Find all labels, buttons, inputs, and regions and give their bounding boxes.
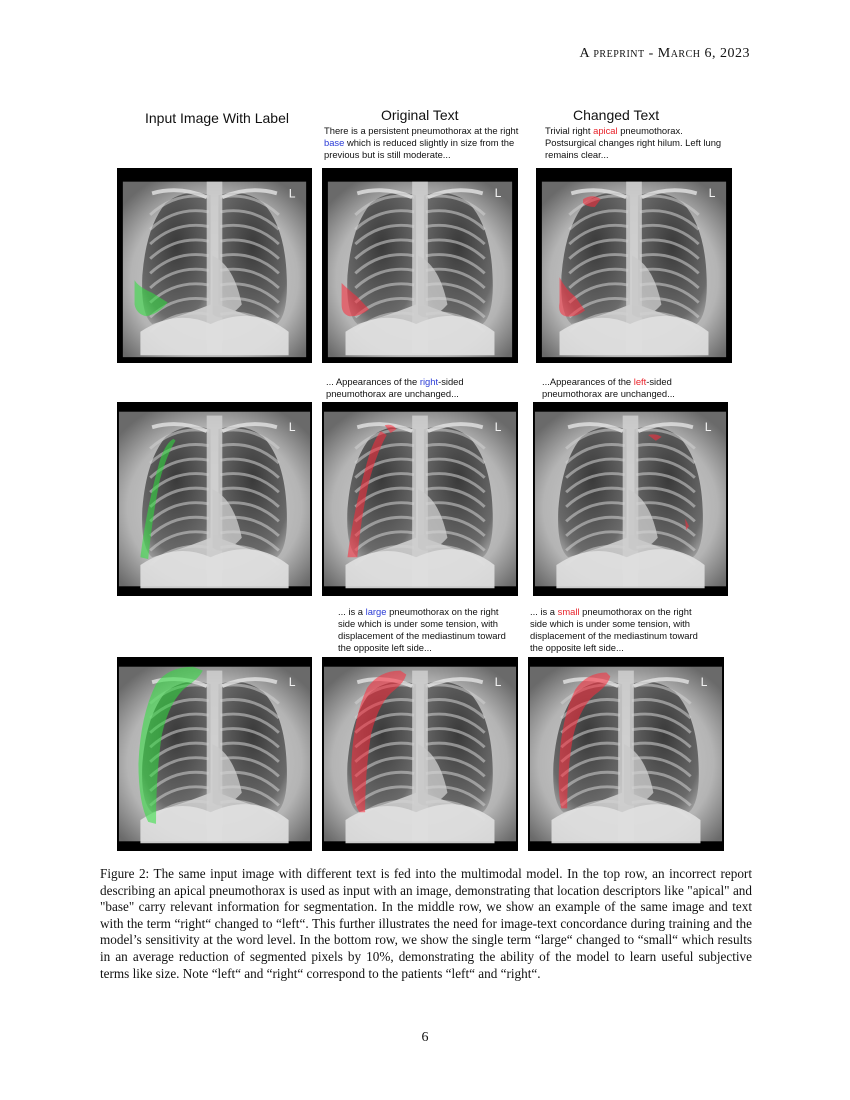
highlighted-term: small — [557, 606, 580, 617]
segmentation-mask — [134, 280, 168, 317]
segmentation-mask — [138, 666, 203, 824]
svg-text:L: L — [700, 675, 707, 689]
page-number: 6 — [421, 1030, 429, 1045]
row3-changed-xray: L — [528, 657, 724, 851]
row2-changed-text: ...Appearances of the left-sided pneumot… — [542, 376, 732, 400]
row2-original-xray: L — [322, 402, 518, 596]
caption-text: Trivial right — [545, 125, 594, 136]
svg-text:L: L — [494, 675, 501, 689]
caption-text: which is reduced slightly in size from t… — [324, 137, 515, 161]
caption-text: ...Appearances of the — [542, 376, 634, 387]
running-header: A preprint - March 6, 2023 — [579, 46, 750, 61]
svg-text:L: L — [289, 186, 296, 200]
segmentation-mask — [648, 434, 662, 441]
highlighted-term: right — [419, 376, 439, 387]
caption-text: -sided pneumothorax are unchanged... — [326, 376, 464, 400]
figure-caption: Figure 2: The same input image with diff… — [100, 866, 752, 981]
svg-text:L: L — [494, 186, 501, 200]
segmentation-mask — [351, 670, 407, 813]
row3-changed-text: ... is a small pneumothorax on the right… — [530, 606, 710, 654]
column-title-original: Original Text — [381, 107, 459, 123]
caption-text: ... Appearances of the — [326, 376, 420, 387]
row1-changed-text: Trivial right apical pneumothorax. Posts… — [545, 125, 725, 161]
caption-text: pneumothorax on the right side which is … — [530, 606, 698, 654]
highlighted-term: large — [365, 606, 387, 617]
segmentation-mask — [558, 672, 611, 809]
row2-original-text: ... Appearances of the right-sided pneum… — [326, 376, 516, 400]
caption-text: -sided pneumothorax are unchanged... — [542, 376, 675, 400]
row2-changed-xray: L — [533, 402, 728, 596]
highlighted-term: apical — [593, 125, 618, 136]
segmentation-mask — [384, 424, 397, 434]
segmentation-mask — [341, 283, 370, 317]
segmentation-mask — [559, 277, 585, 317]
svg-text:L: L — [289, 420, 296, 434]
segmentation-mask — [140, 438, 176, 560]
row1-input-xray: L — [117, 168, 312, 363]
svg-text:L: L — [705, 420, 712, 434]
caption-text: There is a persistent pneumothorax at th… — [324, 125, 519, 136]
svg-text:L: L — [494, 420, 501, 434]
row2-input-xray: L — [117, 402, 312, 596]
caption-text: pneumothorax. Postsurgical changes right… — [545, 125, 722, 161]
highlighted-term: base — [324, 137, 345, 149]
column-title-input: Input Image With Label — [145, 110, 289, 126]
row1-original-text: There is a persistent pneumothorax at th… — [324, 125, 524, 161]
caption-text: ... is a — [338, 606, 366, 617]
segmentation-mask — [583, 196, 601, 207]
caption-text: pneumothorax on the right side which is … — [338, 606, 506, 654]
row1-changed-xray: L — [536, 168, 732, 363]
segmentation-mask — [347, 431, 387, 558]
svg-text:L: L — [289, 675, 296, 689]
highlighted-term: left — [633, 376, 647, 387]
row1-original-xray: L — [322, 168, 518, 363]
caption-text: ... is a — [530, 606, 558, 617]
row3-original-xray: L — [322, 657, 518, 851]
row3-input-xray: L — [117, 657, 312, 851]
svg-text:L: L — [708, 186, 715, 200]
row3-original-text: ... is a large pneumothorax on the right… — [338, 606, 518, 654]
column-title-changed: Changed Text — [573, 107, 660, 123]
segmentation-mask — [685, 518, 689, 531]
